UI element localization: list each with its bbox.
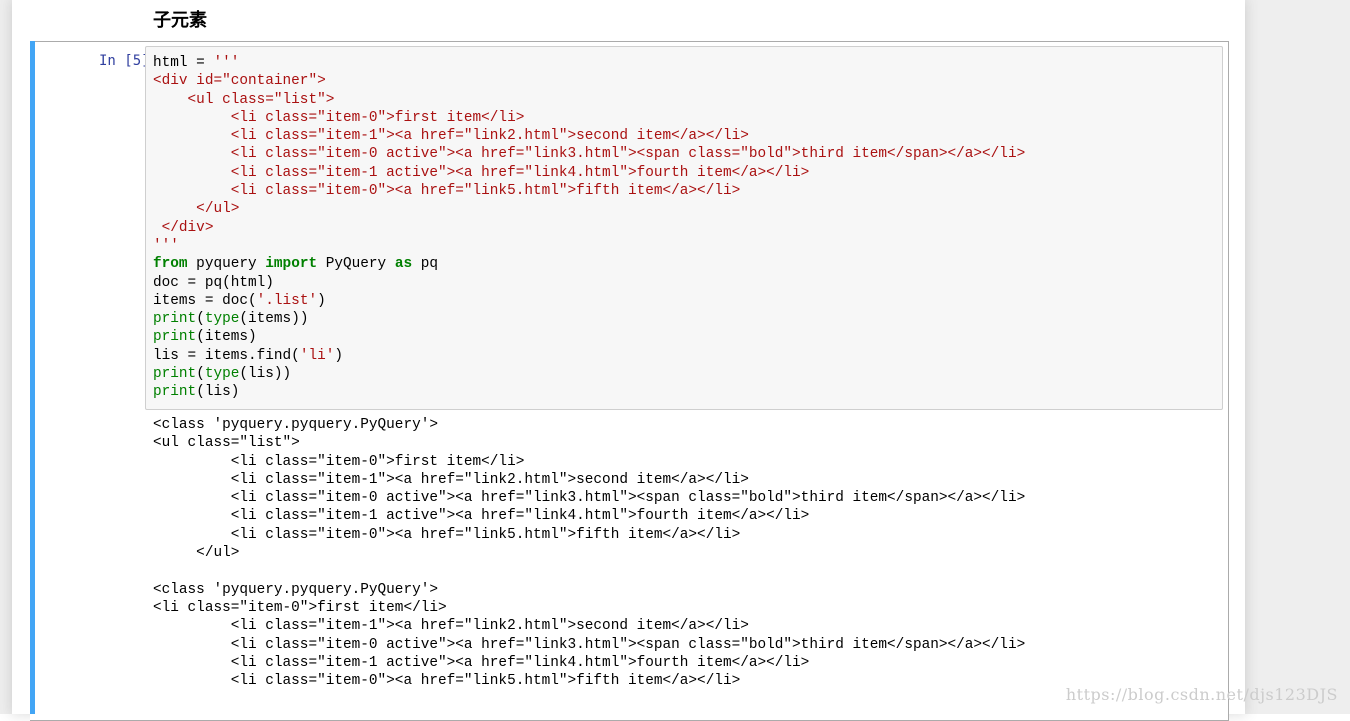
output-line: <li class="item-1"><a href="link2.html">… bbox=[153, 618, 749, 635]
code-token: <li class="item-1 active"><a href="link4… bbox=[153, 164, 810, 181]
code-token: PyQuery bbox=[317, 256, 395, 273]
output-line: <class 'pyquery.pyquery.PyQuery'> bbox=[153, 581, 438, 598]
code-token: '.list' bbox=[256, 292, 318, 309]
code-editor[interactable] bbox=[145, 46, 1223, 410]
output-line: <li class="item-0"><a href="link5.html">… bbox=[153, 673, 741, 690]
code-line: items = doc('.list') bbox=[153, 292, 1025, 310]
code-token: <li class="item-0 active"><a href="link3… bbox=[153, 146, 1026, 163]
code-text[interactable]: html = '''<div id="container"> <ul class… bbox=[153, 54, 1025, 402]
code-token: (items) bbox=[196, 329, 257, 346]
code-token: <li class="item-0"><a href="link5.html">… bbox=[153, 183, 741, 200]
code-token: import bbox=[265, 256, 318, 273]
code-line: print(type(lis)) bbox=[153, 365, 1025, 383]
code-token: ( bbox=[196, 366, 205, 383]
output-line: <li class="item-0 active"><a href="link3… bbox=[153, 636, 1026, 653]
code-token: ''' bbox=[153, 237, 179, 254]
code-token: pyquery bbox=[187, 256, 266, 273]
code-line: print(lis) bbox=[153, 383, 1025, 401]
output-line bbox=[153, 562, 1025, 580]
code-line: <li class="item-1 active"><a href="link4… bbox=[153, 164, 1025, 182]
code-line: <li class="item-0">first item</li> bbox=[153, 109, 1025, 127]
code-line: doc = pq(html) bbox=[153, 274, 1025, 292]
code-token: doc = pq(html) bbox=[153, 274, 274, 291]
code-token: type bbox=[204, 366, 240, 383]
output-line: <li class="item-0">first item</li> bbox=[153, 599, 447, 616]
code-token: ) bbox=[317, 292, 326, 309]
output-line: <li class="item-0"><a href="link5.html">… bbox=[153, 526, 741, 543]
code-line: </ul> bbox=[153, 200, 1025, 218]
code-token: ( bbox=[196, 311, 205, 328]
code-token: ''' bbox=[213, 55, 240, 71]
code-token: <div id="container"> bbox=[153, 73, 326, 90]
code-token: as bbox=[394, 256, 413, 273]
cell-output: <class 'pyquery.pyquery.PyQuery'> <ul cla… bbox=[153, 416, 1025, 690]
code-line: <li class="item-1"><a href="link2.html">… bbox=[153, 127, 1025, 145]
code-line: <div id="container"> bbox=[153, 72, 1025, 90]
code-token: <ul class="list"> bbox=[153, 91, 335, 108]
code-line: lis = items.find('li') bbox=[153, 347, 1025, 365]
code-token: ) bbox=[334, 347, 343, 364]
code-token: type bbox=[204, 311, 240, 328]
code-line: html = ''' bbox=[153, 54, 1025, 72]
watermark: https://blog.csdn.net/djs123DJS bbox=[1065, 685, 1338, 704]
code-token: lis = items.find( bbox=[153, 347, 300, 364]
output-line: <li class="item-1 active"><a href="link4… bbox=[153, 508, 810, 525]
code-token: 'li' bbox=[299, 347, 335, 364]
code-token: print bbox=[153, 366, 197, 383]
code-token: print bbox=[153, 329, 197, 346]
code-token: (lis)) bbox=[239, 366, 292, 383]
code-token: <li class="item-1"><a href="link2.html">… bbox=[153, 128, 749, 145]
code-token: </ul> bbox=[153, 201, 240, 218]
output-line: <ul class="list"> bbox=[153, 435, 300, 452]
output-line: <li class="item-0 active"><a href="link3… bbox=[153, 490, 1026, 507]
code-line: <ul class="list"> bbox=[153, 91, 1025, 109]
code-token: (items)) bbox=[239, 311, 309, 328]
code-token: print bbox=[153, 311, 197, 328]
code-line: print(items) bbox=[153, 328, 1025, 346]
code-token: from bbox=[153, 256, 188, 273]
code-token: items = doc( bbox=[153, 292, 257, 309]
output-line: </ul> bbox=[153, 545, 240, 562]
code-token: <li class="item-0">first item</li> bbox=[153, 109, 525, 126]
input-prompt: In [5]: bbox=[99, 53, 159, 69]
code-line: ''' bbox=[153, 237, 1025, 255]
code-token: html = bbox=[153, 55, 214, 71]
selected-cell-indicator bbox=[30, 41, 35, 714]
code-token: </div> bbox=[153, 219, 214, 236]
code-token: print bbox=[153, 384, 197, 401]
code-token: pq bbox=[412, 256, 439, 273]
code-line: </div> bbox=[153, 219, 1025, 237]
output-line: <li class="item-0">first item</li> bbox=[153, 453, 525, 470]
markdown-heading: 子元素 bbox=[153, 10, 207, 31]
code-line: <li class="item-0 active"><a href="link3… bbox=[153, 145, 1026, 163]
code-line: <li class="item-0"><a href="link5.html">… bbox=[153, 182, 1025, 200]
output-line: <class 'pyquery.pyquery.PyQuery'> bbox=[153, 417, 438, 433]
code-line: from pyquery import PyQuery as pq bbox=[153, 255, 1025, 273]
output-line: <li class="item-1 active"><a href="link4… bbox=[153, 654, 810, 671]
code-token: (lis) bbox=[196, 384, 240, 401]
output-line: <li class="item-1"><a href="link2.html">… bbox=[153, 471, 749, 488]
code-line: print(type(items)) bbox=[153, 310, 1025, 328]
